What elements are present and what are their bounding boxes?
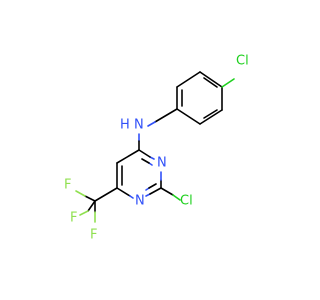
atom-amine-hydrogen: H (120, 118, 130, 133)
bond (129, 195, 134, 199)
bond (154, 108, 178, 123)
atom-chlorine-ring: Cl (180, 194, 193, 209)
bond-to-chlorine (172, 194, 181, 201)
bond (141, 158, 150, 164)
atom-chlorine-para: Cl (236, 54, 249, 69)
bond (176, 108, 201, 125)
bond (148, 183, 157, 189)
atom-fluorine-1: F (64, 178, 71, 193)
bond-to-fluorine (75, 190, 86, 197)
atom-ring-nitrogen-3: N (157, 156, 167, 171)
atom-fluorine-2: F (70, 211, 77, 226)
atom-fluorine-3: F (90, 228, 97, 243)
structure-diagram: Cl N H N N Cl F F (64, 54, 249, 243)
chlorophenyl-ring (176, 71, 223, 125)
bond (87, 200, 96, 212)
bond (116, 149, 140, 164)
bond (203, 77, 218, 88)
bond (94, 187, 118, 202)
pyrimidine-ring (116, 149, 162, 199)
bond (149, 187, 162, 195)
bond (199, 71, 223, 88)
atom-amine-nitrogen: N (134, 118, 144, 133)
bond (147, 121, 156, 127)
bond (84, 195, 96, 202)
atom-ring-nitrogen-1: N (135, 194, 145, 209)
bond-to-fluorine (79, 210, 89, 216)
bond (138, 149, 151, 158)
bond (203, 109, 218, 119)
bond-to-chlorine (221, 78, 235, 88)
bond (160, 187, 174, 196)
bond (116, 187, 131, 197)
bond (199, 109, 223, 125)
molecule-canvas: Cl N H N N Cl F F (64, 54, 249, 243)
bond (176, 71, 201, 88)
